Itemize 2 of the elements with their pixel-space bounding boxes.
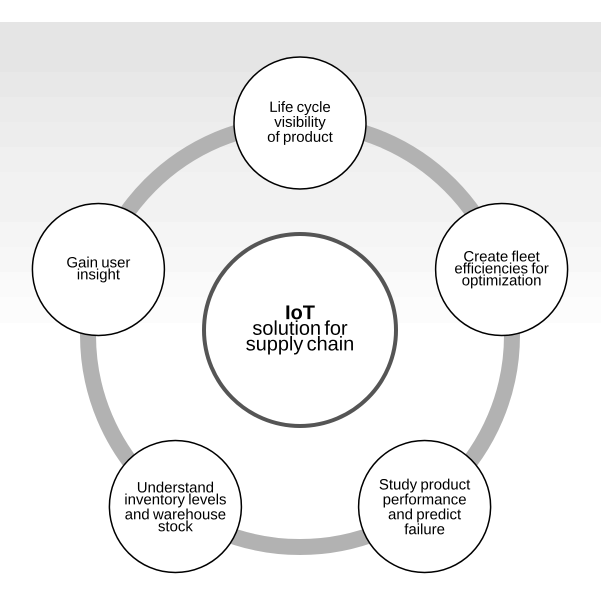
node-label: Study product performance and predict failure	[380, 478, 470, 534]
node-label: Understand inventory levels and warehouse stock	[125, 482, 226, 532]
